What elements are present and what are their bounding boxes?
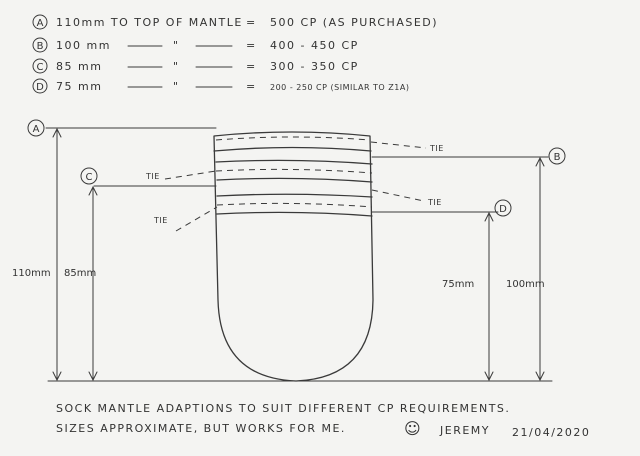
dim-arrow-c-bottom	[88, 371, 98, 382]
legend-marker-d: D	[36, 82, 44, 93]
legend-marker-a: A	[37, 18, 44, 29]
dim-label-a: 110mm	[12, 268, 51, 279]
tie-label-left-upper: TIE	[145, 172, 160, 181]
dim-arrow-b-bottom	[535, 371, 545, 382]
band-line-2	[216, 177, 373, 183]
legend-row-a: A 110mm TO TOP OF MANTLE = 500 CP (AS PU…	[32, 14, 438, 30]
legend-equals-a: =	[246, 16, 257, 29]
mantle-outline	[213, 131, 374, 382]
smiley-icon: ☺	[404, 419, 421, 438]
legend-ditto-b: "	[173, 39, 180, 52]
note-line-1: SOCK MANTLE ADAPTIONS TO SUIT DIFFERENT …	[56, 402, 510, 415]
notes: SOCK MANTLE ADAPTIONS TO SUIT DIFFERENT …	[56, 402, 590, 439]
band-line-3	[216, 193, 373, 198]
legend-size-b: 100 mm	[56, 39, 111, 52]
legend-ditto-d: "	[173, 80, 180, 93]
band-line-1	[215, 159, 373, 165]
legend-cp-a: 500 CP (AS PURCHASED)	[270, 16, 438, 29]
diagram-markers: A C B D	[27, 119, 566, 217]
mantle-rim-dash	[215, 136, 371, 141]
marker-b: B	[554, 152, 561, 163]
tie-leader-right	[371, 189, 425, 202]
tie-leader-left-lower	[175, 206, 218, 232]
tie-callouts: TIE TIE TIE TIE	[145, 141, 444, 232]
tie-label-top: TIE	[429, 144, 444, 153]
legend-size-c: 85 mm	[56, 60, 102, 73]
marker-circle-a	[27, 119, 45, 137]
tie-label-right: TIE	[427, 198, 442, 207]
dim-label-c: 85mm	[64, 268, 96, 279]
mantle	[213, 131, 374, 382]
dim-label-b: 100mm	[506, 279, 545, 290]
legend-cp-d: 200 - 250 CP (SIMILAR TO Z1A)	[270, 83, 409, 92]
legend-equals-d: =	[246, 80, 257, 93]
tie-leader-left-upper	[164, 170, 217, 180]
mantle-rim-line	[213, 146, 372, 152]
marker-circle-b	[548, 147, 566, 165]
legend-marker-circle-b	[32, 37, 48, 53]
legend: A 110mm TO TOP OF MANTLE = 500 CP (AS PU…	[32, 14, 438, 94]
dim-arrow-b-top	[535, 156, 545, 167]
date: 21/04/2020	[512, 426, 590, 439]
legend-cp-c: 300 - 350 CP	[270, 60, 359, 73]
tie-leader-top	[370, 141, 427, 149]
legend-marker-circle-d	[32, 78, 48, 94]
band-line-4	[216, 211, 373, 217]
marker-a: A	[33, 124, 40, 135]
dim-arrow-d-bottom	[484, 371, 494, 382]
band-dash-3	[216, 202, 373, 208]
band-dash-1	[215, 168, 373, 174]
dim-arrow-a-bottom	[52, 371, 62, 382]
legend-marker-b: B	[37, 41, 44, 52]
dimension-labels: 110mm 85mm 75mm 100mm	[12, 268, 545, 290]
reference-lines	[45, 127, 553, 382]
legend-equals-c: =	[246, 60, 257, 73]
legend-equals-b: =	[246, 39, 257, 52]
dimensions	[52, 127, 545, 382]
dim-arrow-d-top	[484, 211, 494, 222]
legend-row-b: B 100 mm " = 400 - 450 CP	[32, 37, 359, 53]
marker-d: D	[499, 204, 507, 215]
legend-marker-c: C	[37, 62, 44, 73]
dim-arrow-c-top	[88, 185, 98, 196]
legend-size-a: 110mm TO TOP OF MANTLE	[56, 16, 243, 29]
marker-circle-d	[494, 199, 512, 217]
marker-c: C	[86, 172, 93, 183]
legend-row-c: C 85 mm " = 300 - 350 CP	[32, 58, 359, 74]
legend-size-d: 75 mm	[56, 80, 102, 93]
legend-row-d: D 75 mm " = 200 - 250 CP (SIMILAR TO Z1A…	[32, 78, 409, 94]
note-line-2: SIZES APPROXIMATE, BUT WORKS FOR ME.	[56, 422, 346, 435]
dim-label-d: 75mm	[442, 279, 474, 290]
legend-marker-circle-c	[32, 58, 48, 74]
legend-marker-circle-a	[32, 14, 48, 30]
tie-label-left-lower: TIE	[153, 216, 168, 225]
marker-circle-c	[80, 167, 98, 185]
legend-ditto-c: "	[173, 60, 180, 73]
legend-cp-b: 400 - 450 CP	[270, 39, 359, 52]
signature: JEREMY	[439, 424, 490, 437]
dim-arrow-a-top	[52, 127, 62, 138]
